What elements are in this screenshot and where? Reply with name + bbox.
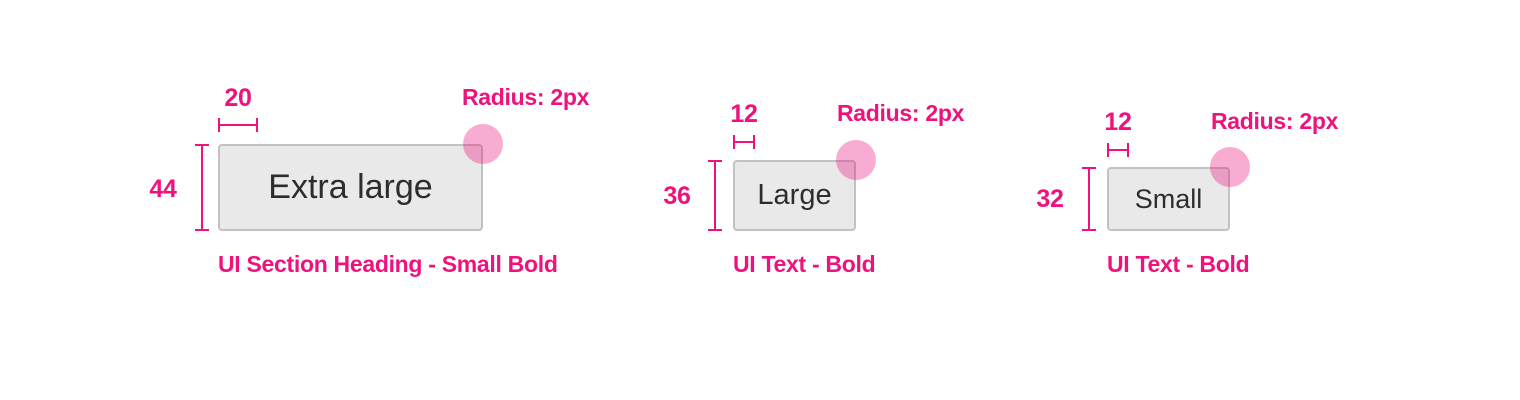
padding-dimension-bracket bbox=[218, 118, 258, 132]
height-value-label: 32 bbox=[1036, 185, 1064, 213]
large-button-sample[interactable]: Large bbox=[733, 160, 856, 231]
height-value-label: 36 bbox=[663, 182, 691, 210]
radius-annotation: Radius: 2px bbox=[1211, 108, 1339, 134]
radius-annotation: Radius: 2px bbox=[837, 100, 965, 126]
padding-value-label: 20 bbox=[224, 84, 252, 112]
typography-style-caption: UI Text - Bold bbox=[733, 251, 876, 277]
spec-group-extra-large: 20 Radius: 2px 44 Extra large UI Section… bbox=[140, 80, 610, 290]
typography-style-caption: UI Text - Bold bbox=[1107, 251, 1250, 277]
height-dimension-bracket bbox=[1082, 167, 1096, 231]
extra-large-button-sample[interactable]: Extra large bbox=[218, 144, 483, 231]
padding-value-label: 12 bbox=[730, 100, 758, 128]
typography-style-caption: UI Section Heading - Small Bold bbox=[218, 251, 558, 277]
spec-group-small: 12 Radius: 2px 32 Small UI Text - Bold bbox=[1020, 80, 1360, 290]
padding-value-label: 12 bbox=[1104, 108, 1132, 136]
spec-group-large: 12 Radius: 2px 36 Large UI Text - Bold bbox=[650, 80, 990, 290]
radius-annotation: Radius: 2px bbox=[462, 84, 590, 110]
small-button-sample[interactable]: Small bbox=[1107, 167, 1230, 231]
height-value-label: 44 bbox=[149, 175, 177, 203]
height-dimension-bracket bbox=[708, 160, 722, 231]
padding-dimension-bracket bbox=[1107, 143, 1129, 157]
height-dimension-bracket bbox=[195, 144, 209, 231]
padding-dimension-bracket bbox=[733, 135, 755, 149]
